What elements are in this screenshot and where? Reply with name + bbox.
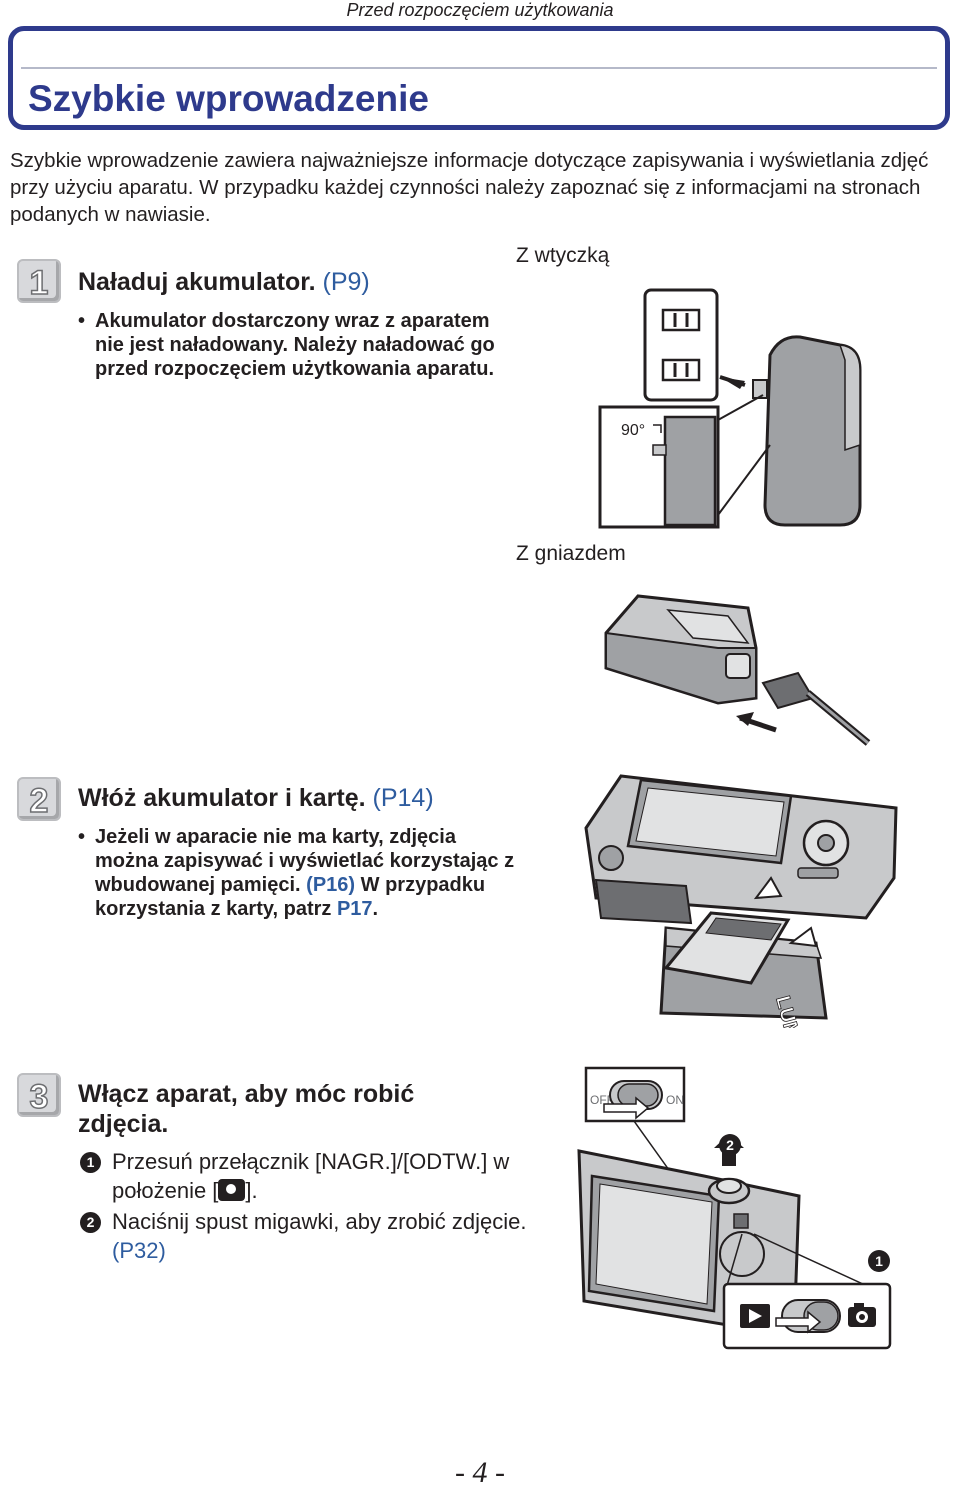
- step-2-number-badge: 2: [17, 777, 61, 821]
- svg-text:1: 1: [30, 264, 49, 301]
- step-3-number-badge: 3: [17, 1073, 61, 1117]
- step-2-title: Włóż akumulator i kartę. (P14): [78, 784, 434, 813]
- power-on-illustration: OFF ON 2 1: [577, 1066, 892, 1350]
- step-3-title: Włącz aparat, aby móc robić zdjęcia.: [78, 1080, 415, 1138]
- camera-icon: [848, 1303, 876, 1327]
- page-number: - 4 -: [455, 1456, 505, 1489]
- substep-2-marker: 2: [80, 1212, 101, 1233]
- step-1-bullet-text: Akumulator dostarczony wraz z aparatem n…: [95, 310, 495, 380]
- substep-2-text: Naciśnij spust migawki, aby zrobić zdjęc…: [112, 1209, 527, 1263]
- title-frame: [8, 26, 950, 130]
- step-2-title-text: Włóż akumulator i kartę.: [78, 784, 366, 812]
- battery-card-illustration: LUMIX: [584, 774, 898, 1028]
- step-1-title-text: Naładuj akumulator.: [78, 268, 316, 296]
- play-icon: [740, 1304, 770, 1328]
- svg-text:3: 3: [30, 1078, 49, 1115]
- svg-text:90°: 90°: [621, 422, 645, 439]
- step-2-bullet-text-2: W przypadku korzystania z karty, patrz: [95, 874, 486, 920]
- charger-plug-illustration: 90°: [598, 288, 862, 529]
- step-3-ref-p32[interactable]: (P32): [112, 1238, 166, 1263]
- step-2-ref-p17[interactable]: P17: [336, 898, 373, 920]
- charger-socket-illustration: [604, 594, 871, 746]
- plug-caption: Z wtyczką: [516, 244, 610, 267]
- page-title: Szybkie wprowadzenie: [28, 78, 429, 119]
- step-2-ref-p16[interactable]: (P16): [306, 874, 356, 896]
- step-2-page-ref[interactable]: (P14): [372, 784, 434, 812]
- svg-text:1: 1: [875, 1253, 883, 1269]
- intro-paragraph: Szybkie wprowadzenie zawiera najważniejs…: [10, 149, 929, 226]
- svg-text:2: 2: [726, 1137, 734, 1153]
- socket-caption: Z gniazdem: [516, 542, 626, 565]
- step-1-title: Naładuj akumulator. (P9): [78, 268, 370, 297]
- substep-1-marker: 1: [80, 1152, 101, 1173]
- step-1-page-ref[interactable]: (P9): [322, 268, 370, 296]
- step-2-bullet-text-1: Jeżeli w aparacie nie ma karty, zdjęcia …: [95, 826, 515, 896]
- step-2-bullet: •Jeżeli w aparacie nie ma karty, zdjęcia…: [78, 826, 515, 920]
- camera-mode-icon: [218, 1179, 246, 1201]
- section-header: Przed rozpoczęciem użytkowania: [346, 0, 614, 20]
- step-1-bullet: •Akumulator dostarczony wraz z aparatem …: [78, 310, 495, 380]
- step-1-number-badge: 1: [17, 259, 61, 303]
- substep-1-text: Przesuń przełącznik [NAGR.]/[ODTW.] w po…: [112, 1149, 510, 1203]
- svg-text:2: 2: [30, 782, 49, 819]
- svg-text:ON: ON: [666, 1093, 684, 1107]
